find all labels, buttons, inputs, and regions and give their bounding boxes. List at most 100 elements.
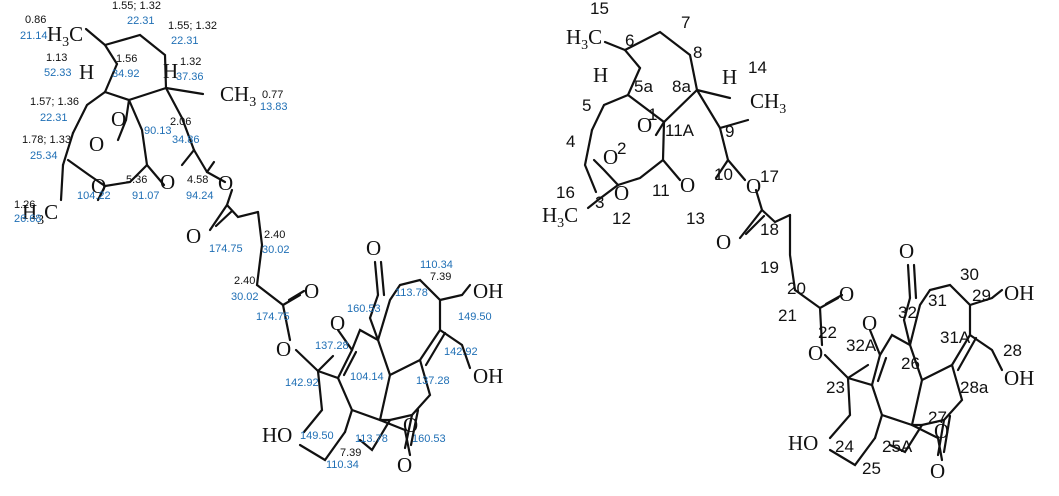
h-shift: 7.39 xyxy=(430,271,451,283)
atom-number: 11 xyxy=(652,181,670,200)
atom-number: 29 xyxy=(972,286,991,305)
left-h-right: H xyxy=(163,59,178,83)
left-atom-labels: H3C H H CH3 O O O O O H3C O O O O O O O … xyxy=(22,22,503,477)
left-o-ring-a: O xyxy=(330,311,345,335)
right-ch3-label: CH3 xyxy=(750,89,786,117)
left-ch3-label: CH3 xyxy=(220,82,256,110)
left-proton-shifts: 0.86 1.55; 1.32 1.55; 1.32 1.13 1.56 1.3… xyxy=(14,0,451,459)
c-shift: 52.33 xyxy=(44,67,72,79)
left-o-acyl: O xyxy=(218,171,233,195)
c-shift: 34.92 xyxy=(112,68,140,80)
right-oh-top: OH xyxy=(1004,281,1034,305)
left-h3c-top-label: H3C xyxy=(47,22,83,50)
right-o-carbonyl-1: O xyxy=(716,230,731,254)
left-o-ring-1: O xyxy=(91,174,106,198)
right-h-right: H xyxy=(722,65,737,89)
right-o-ring-2: O xyxy=(680,173,695,197)
c-shift: 137.28 xyxy=(315,340,349,352)
left-h-left: H xyxy=(79,60,94,84)
right-structure: H3C H H CH3 O O O O O H3C O O O O O O O … xyxy=(542,0,1034,483)
h-shift: 0.77 xyxy=(262,89,283,101)
atom-number: 28 xyxy=(1003,341,1022,360)
right-h3c-bottom-label: H3C xyxy=(542,203,578,231)
left-oh-mid: OH xyxy=(473,364,503,388)
double-bonds xyxy=(214,209,978,454)
atom-number: 31 xyxy=(928,291,947,310)
h-shift: 1.55; 1.32 xyxy=(168,20,217,32)
left-o-peroxide-2: O xyxy=(89,132,104,156)
atom-number: 26 xyxy=(901,354,920,373)
atom-number: 12 xyxy=(612,209,631,228)
right-o-peroxide-2: O xyxy=(603,145,618,169)
atom-number: 13 xyxy=(686,209,705,228)
left-structure: H3C H H CH3 O O O O O H3C O O O O O O O … xyxy=(14,0,503,477)
h-shift: 1.55; 1.32 xyxy=(112,0,161,12)
right-bonds xyxy=(583,30,1004,467)
left-carbon-shifts: 21.14 22.31 22.31 52.33 34.92 37.36 13.8… xyxy=(14,15,492,471)
c-shift: 37.36 xyxy=(176,71,204,83)
h-shift: 2.40 xyxy=(264,229,285,241)
right-o-peroxide-1: O xyxy=(637,113,652,137)
c-shift: 113.78 xyxy=(395,287,428,299)
right-atom-labels: H3C H H CH3 O O O O O H3C O O O O O O O … xyxy=(542,25,1034,483)
left-o-carbonyl-2: O xyxy=(304,279,319,303)
left-oh-top: OH xyxy=(473,279,503,303)
atom-number: 2 xyxy=(617,139,626,158)
atom-number: 31A xyxy=(940,328,971,347)
h-shift: 1.13 xyxy=(46,52,67,64)
c-shift: 13.83 xyxy=(260,101,288,113)
c-shift: 160.53 xyxy=(412,433,446,445)
left-o-ring-2: O xyxy=(160,170,175,194)
atom-number: 32 xyxy=(898,303,917,322)
right-oh-mid: OH xyxy=(1004,366,1034,390)
atom-number: 5 xyxy=(582,96,591,115)
atom-number: 6 xyxy=(625,31,634,50)
c-shift: 110.34 xyxy=(326,459,359,471)
atom-number: 28a xyxy=(960,378,989,397)
atom-number: 25 xyxy=(862,459,881,478)
atom-number: 14 xyxy=(748,58,767,77)
h-shift: 4.58 xyxy=(187,174,208,186)
atom-number: 8a xyxy=(672,77,691,96)
c-shift: 174.75 xyxy=(209,243,243,255)
atom-number: 17 xyxy=(760,167,779,186)
h-shift: 1.32 xyxy=(180,56,201,68)
atom-number: 1 xyxy=(648,105,657,124)
h-shift: 2.06 xyxy=(170,116,191,128)
left-o-lactone-1: O xyxy=(366,236,381,260)
atom-number: 16 xyxy=(556,183,575,202)
c-shift: 25.34 xyxy=(30,150,58,162)
c-shift: 149.50 xyxy=(458,311,492,323)
c-shift: 30.02 xyxy=(262,244,290,256)
c-shift: 94.24 xyxy=(186,190,214,202)
right-o-carbonyl-2: O xyxy=(839,282,854,306)
left-h3c-bottom-label: H3C xyxy=(22,200,58,228)
c-shift: 174.75 xyxy=(256,311,290,323)
c-shift: 104.14 xyxy=(350,371,384,383)
h-shift: 1.26 xyxy=(14,199,35,211)
atom-number: 7 xyxy=(681,13,690,32)
right-o-lactone-2: O xyxy=(930,459,945,483)
c-shift: 113.78 xyxy=(355,433,388,445)
left-bonds xyxy=(59,27,472,462)
right-ho-bottom: HO xyxy=(788,431,818,455)
right-h-left: H xyxy=(593,63,608,87)
atom-number: 9 xyxy=(725,122,734,141)
right-o-ring-1: O xyxy=(614,181,629,205)
left-o-carbonyl-1: O xyxy=(186,224,201,248)
c-shift: 137.28 xyxy=(416,375,450,387)
h-shift: 7.39 xyxy=(340,447,361,459)
h-shift: 5.36 xyxy=(126,174,147,186)
right-o-acyl: O xyxy=(746,174,761,198)
c-shift: 110.34 xyxy=(420,259,453,271)
c-shift: 149.50 xyxy=(300,430,334,442)
atom-number: 8 xyxy=(693,43,702,62)
atom-number: 27 xyxy=(928,408,947,427)
c-shift: 104.22 xyxy=(77,190,111,202)
atom-number: 25A xyxy=(882,437,913,456)
left-ho-bottom: HO xyxy=(262,423,292,447)
atom-number: 23 xyxy=(826,378,845,397)
atom-number: 21 xyxy=(778,306,797,325)
